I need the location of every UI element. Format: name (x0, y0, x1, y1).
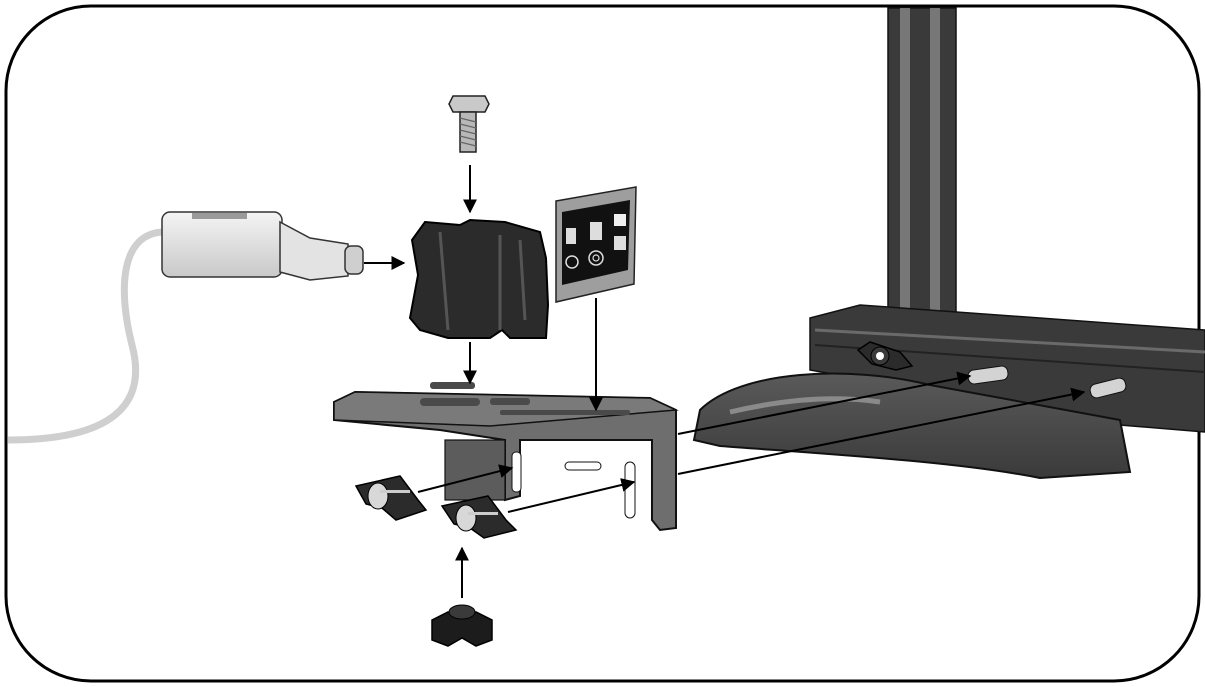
printer-frame-upright (888, 8, 956, 313)
calibration-target-card (556, 187, 636, 302)
camera-clip-block (410, 220, 548, 338)
